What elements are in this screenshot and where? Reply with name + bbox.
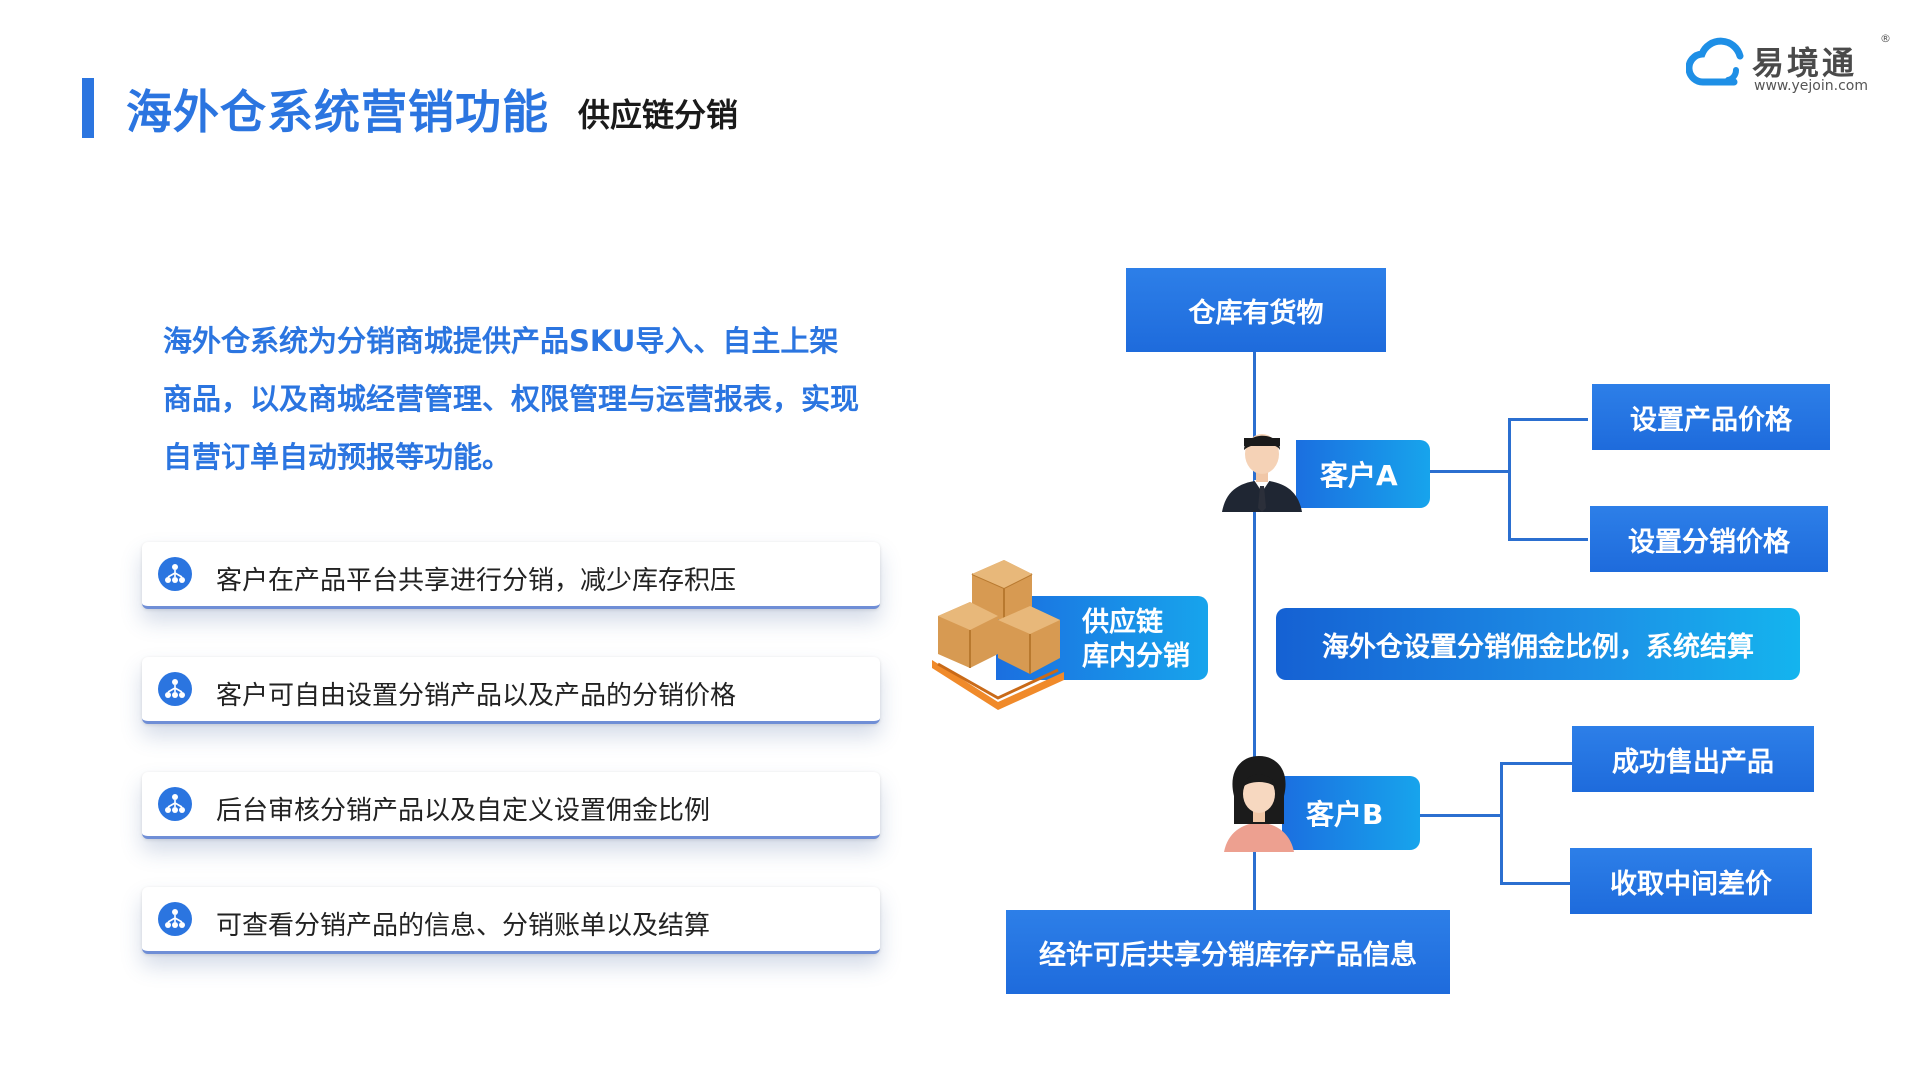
feature-text: 后台审核分销产品以及自定义设置佣金比例	[216, 796, 711, 826]
connector-a-top	[1508, 418, 1588, 421]
connector-a	[1430, 470, 1510, 473]
node-warehouse-goods: 仓库有货物	[1126, 268, 1386, 352]
connector-b-top	[1500, 762, 1582, 765]
node-customer-b: 客户B	[1282, 776, 1420, 850]
feature-card: 客户可自由设置分销产品以及产品的分销价格	[142, 657, 880, 724]
businesswoman-avatar-icon	[1224, 756, 1294, 852]
page-subtitle: 供应链分销	[578, 96, 739, 134]
logo-url: www.yejoin.com	[1754, 78, 1868, 94]
connector-b-branch	[1500, 762, 1503, 884]
supply-label-line2: 库内分销	[1082, 641, 1190, 672]
logo-name: 易境通	[1752, 44, 1858, 82]
connector-a-branch	[1508, 418, 1511, 540]
network-icon	[158, 787, 192, 821]
node-commission: 海外仓设置分销佣金比例，系统结算	[1276, 608, 1800, 680]
feature-text: 可查看分销产品的信息、分销账单以及结算	[216, 911, 711, 941]
intro-paragraph: 海外仓系统为分销商城提供产品SKU导入、自主上架商品，以及商城经营管理、权限管理…	[163, 324, 860, 474]
node-collect-margin: 收取中间差价	[1570, 848, 1812, 914]
network-icon	[158, 557, 192, 591]
boxes-pallet-icon	[932, 560, 1064, 710]
logo-registered-mark: ®	[1880, 32, 1891, 45]
businessman-avatar-icon	[1222, 434, 1302, 512]
connector-b	[1420, 814, 1502, 817]
network-icon	[158, 672, 192, 706]
page-title: 海外仓系统营销功能	[126, 85, 549, 139]
feature-card: 可查看分销产品的信息、分销账单以及结算	[142, 887, 880, 954]
node-set-product-price: 设置产品价格	[1592, 384, 1830, 450]
feature-card: 后台审核分销产品以及自定义设置佣金比例	[142, 772, 880, 839]
node-set-distribution-price: 设置分销价格	[1590, 506, 1828, 572]
node-sold-product: 成功售出产品	[1572, 726, 1814, 792]
feature-text: 客户在产品平台共享进行分销，减少库存积压	[216, 566, 737, 596]
feature-text: 客户可自由设置分销产品以及产品的分销价格	[216, 681, 737, 711]
connector-a-bottom	[1508, 538, 1588, 541]
node-shared-inventory: 经许可后共享分销库存产品信息	[1006, 910, 1450, 994]
network-icon	[158, 902, 192, 936]
node-customer-a: 客户A	[1296, 440, 1430, 508]
connector-b-bottom	[1500, 882, 1582, 885]
title-accent-bar	[82, 78, 94, 138]
main-vertical-connector	[1253, 352, 1256, 914]
cloud-logo-icon	[1686, 37, 1744, 86]
supply-label-line1: 供应链	[1082, 607, 1163, 638]
feature-card: 客户在产品平台共享进行分销，减少库存积压	[142, 542, 880, 609]
